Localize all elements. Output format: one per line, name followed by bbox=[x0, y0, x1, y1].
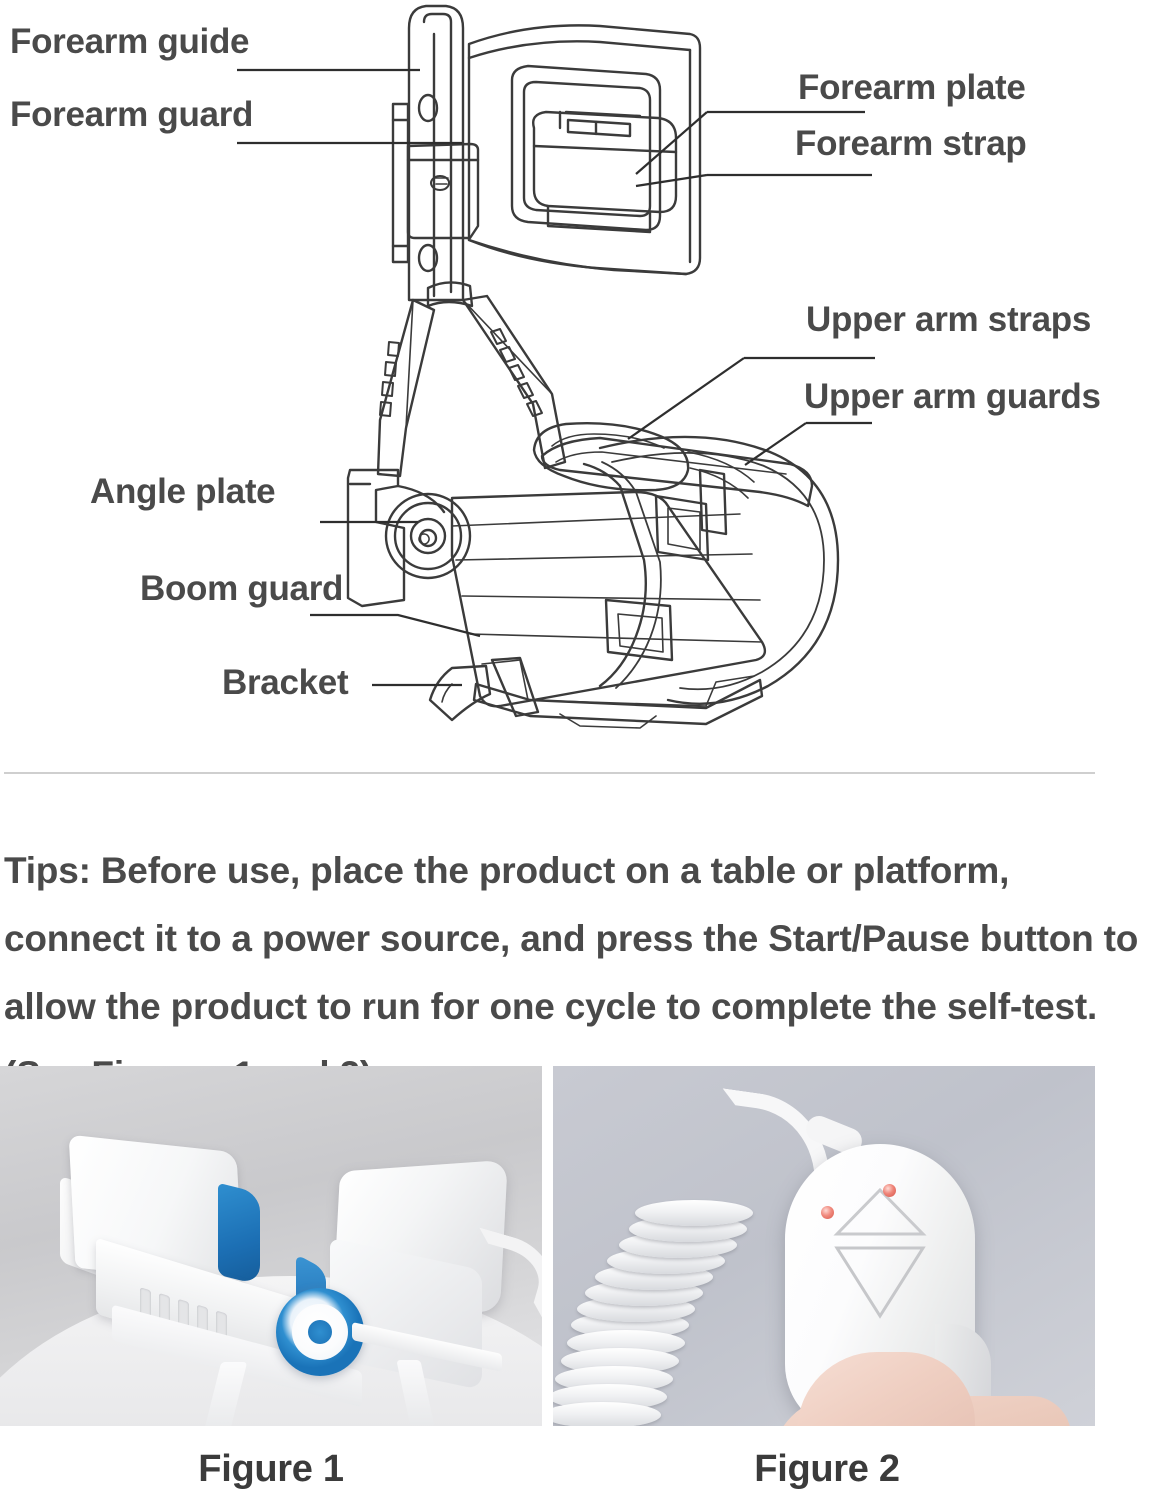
leader-upper-arm-guards-head bbox=[744, 422, 807, 466]
tips-paragraph: Tips: Before use, place the product on a… bbox=[4, 850, 1139, 1095]
figure-2-block: Figure 2 bbox=[553, 1066, 1095, 1491]
figure-1-block: Figure 1 bbox=[0, 1066, 542, 1491]
device-hub-logo bbox=[308, 1320, 332, 1344]
figures-row: Figure 1 bbox=[0, 1066, 1157, 1500]
figure-2-photo bbox=[553, 1066, 1095, 1426]
triangle-up-icon bbox=[833, 1187, 927, 1236]
callout-label-forearm-strap: Forearm strap bbox=[795, 124, 1027, 163]
callout-label-boom-guard: Boom guard bbox=[140, 569, 344, 608]
callout-label-forearm-plate: Forearm plate bbox=[798, 68, 1026, 107]
remote-buttons bbox=[833, 1187, 927, 1319]
led-indicator-left bbox=[821, 1206, 834, 1219]
triangle-down-icon bbox=[834, 1246, 926, 1319]
led-indicator-right bbox=[883, 1184, 896, 1197]
exploded-parts-diagram: Forearm guide Forearm guard Forearm plat… bbox=[10, 4, 1101, 729]
callout-label-bracket: Bracket bbox=[222, 663, 349, 702]
callout-leader-lines bbox=[237, 68, 875, 687]
callout-label-forearm-guard: Forearm guard bbox=[10, 95, 254, 134]
section-divider bbox=[4, 772, 1095, 774]
coiled-cable bbox=[553, 1184, 753, 1426]
figure-2-caption: Figure 2 bbox=[754, 1448, 900, 1490]
callout-label-forearm-guide: Forearm guide bbox=[10, 22, 250, 61]
device-blue-pad bbox=[218, 1182, 260, 1286]
leader-forearm-plate-head bbox=[635, 111, 708, 175]
figure-1-photo bbox=[0, 1066, 542, 1426]
callout-label-upper-arm-straps: Upper arm straps bbox=[806, 300, 1092, 339]
leader-upper-arm-straps-head bbox=[627, 357, 745, 440]
orthosis-line-drawing bbox=[346, 4, 840, 729]
callout-label-upper-arm-guards: Upper arm guards bbox=[804, 377, 1101, 416]
leader-forearm-strap-head bbox=[635, 173, 708, 188]
leader-boom-guard bbox=[310, 613, 481, 638]
callout-label-angle-plate: Angle plate bbox=[90, 472, 276, 511]
figure-1-caption: Figure 1 bbox=[198, 1448, 344, 1490]
